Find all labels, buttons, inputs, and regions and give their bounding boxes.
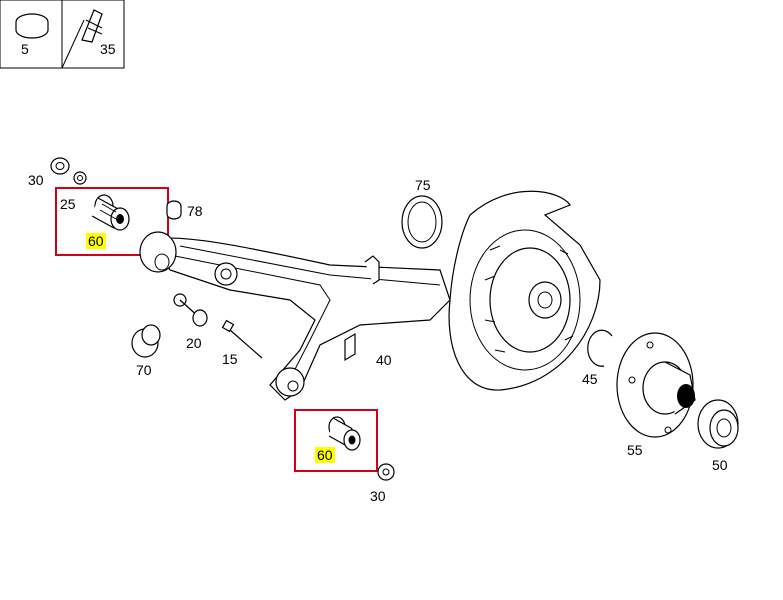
callout-25: 25: [60, 196, 76, 212]
callout-60-lower: 60: [315, 447, 335, 463]
callout-30-lower: 30: [370, 488, 386, 504]
callout-55: 55: [627, 442, 643, 458]
callout-75: 75: [415, 177, 431, 193]
wheel-bearing-part: [697, 399, 739, 449]
bushing-part-upper: [91, 194, 130, 231]
callout-45: 45: [582, 371, 598, 387]
highlight-box-upper: [55, 187, 169, 256]
washer-part: [50, 157, 87, 185]
legend-number-35: 35: [100, 41, 116, 57]
legend-number-5: 5: [21, 41, 29, 57]
callout-60-upper: 60: [86, 233, 106, 249]
callout-15: 15: [222, 351, 238, 367]
callout-30-upper: 30: [28, 172, 44, 188]
circlip-part: [587, 329, 613, 367]
cap-part: [166, 200, 182, 220]
callout-20: 20: [186, 335, 202, 351]
bolt-part: [221, 319, 263, 359]
clip-bracket-icon: [61, 9, 103, 69]
nut-part: [377, 463, 395, 481]
legend-table: [0, 0, 125, 69]
callout-78: 78: [187, 203, 203, 219]
wheel-hub-part: [616, 332, 696, 438]
callout-40: 40: [376, 352, 392, 368]
callout-50: 50: [712, 457, 728, 473]
brake-backing-plate-part: [448, 190, 601, 391]
end-cap-part: [131, 324, 161, 358]
trailing-arm-part: [139, 231, 451, 401]
bushing-part-lower: [328, 416, 361, 451]
callout-70: 70: [136, 362, 152, 378]
highlight-box-lower: [294, 409, 378, 472]
plug-cap-icon: [15, 13, 49, 39]
sealing-ring-part: [401, 195, 443, 249]
arm-washer-part: [214, 262, 238, 286]
eccentric-bolt-part: [173, 293, 208, 327]
